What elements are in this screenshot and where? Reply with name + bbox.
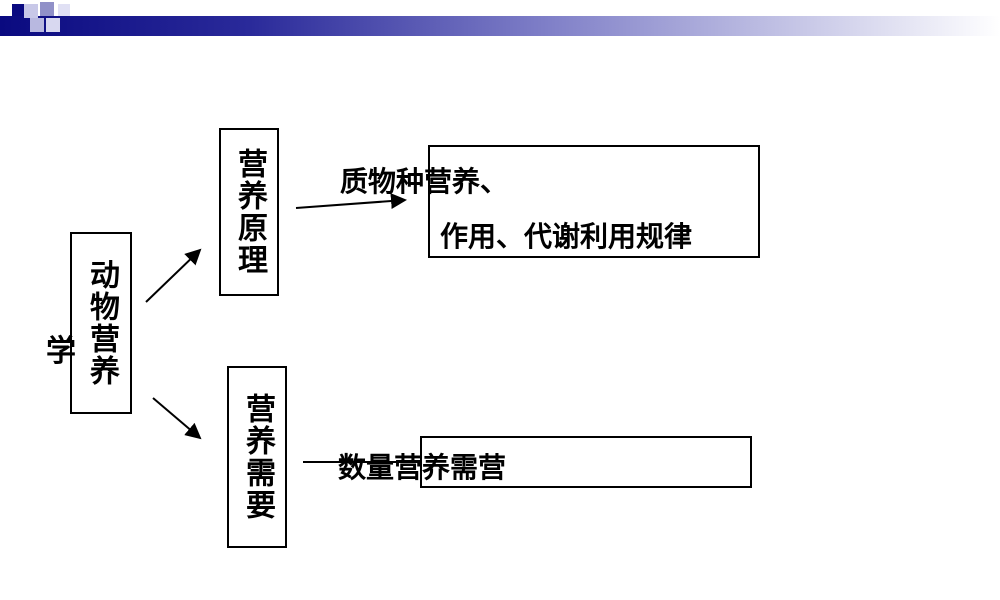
detail-principle-line2: 作用、代谢利用规律: [440, 220, 693, 253]
node-nutrition-need-label: 营养需要: [240, 393, 275, 521]
arrow-principle-to-detail: [295, 193, 407, 210]
node-animal-nutrition-label: 动物营养: [84, 259, 119, 387]
node-animal-nutrition-tail: 学: [46, 334, 76, 369]
arrow-root-to-need: [152, 397, 202, 440]
detail-box-principle: [428, 145, 760, 258]
header-square: [46, 18, 60, 32]
detail-need-text: 数量营养需营: [338, 451, 507, 484]
detail-box-need: [420, 436, 752, 488]
header-square: [24, 4, 38, 18]
node-nutrition-principle: 营养原理: [219, 128, 279, 296]
header-square: [58, 4, 70, 16]
node-nutrition-principle-label: 营养原理: [232, 148, 267, 276]
node-nutrition-need: 营养需要: [227, 366, 287, 548]
header-square: [30, 18, 44, 32]
detail-principle-line1: 质物种营养、: [340, 165, 509, 198]
arrow-root-to-principle: [145, 248, 202, 303]
header-bar: [0, 16, 1000, 36]
header-square: [40, 2, 54, 16]
header-square: [12, 4, 24, 16]
node-animal-nutrition: 动物营养: [70, 232, 132, 414]
